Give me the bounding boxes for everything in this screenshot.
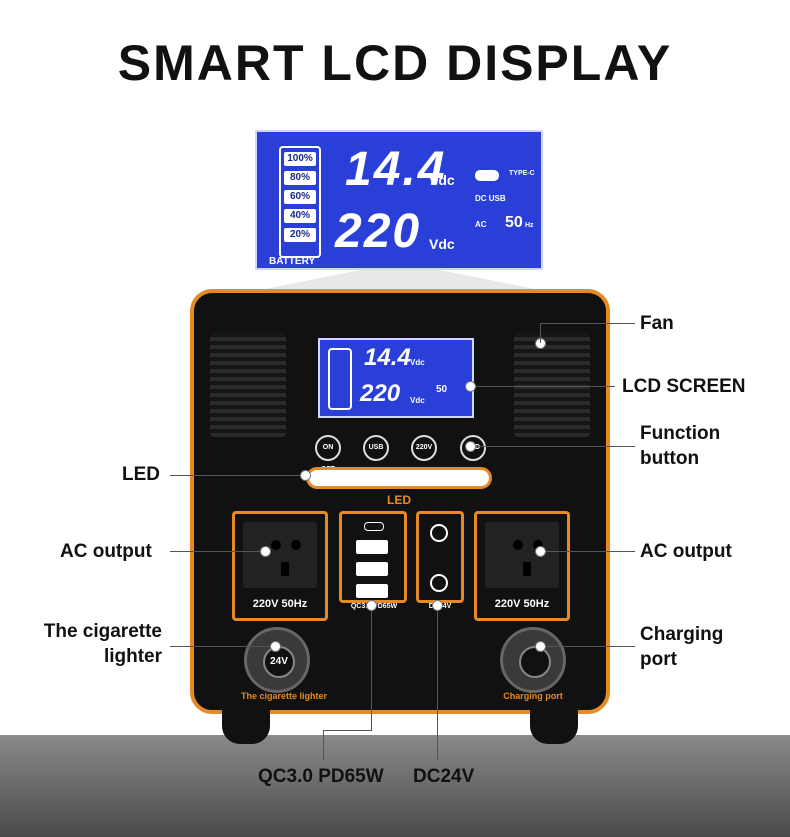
callout-charging-line2: port	[640, 649, 677, 670]
callout-charging-line1: Charging	[640, 624, 724, 645]
function-button-dot	[465, 441, 476, 452]
voltage-top: 14.4	[345, 143, 447, 196]
callout-qc: QC3.0 PD65W	[258, 766, 384, 787]
fan-vent-left	[210, 333, 286, 437]
callout-cig-line1: The cigarette	[43, 621, 162, 642]
callout-ac-output-left: AC output	[60, 541, 152, 562]
lcd-display-enlarged: 100% 80% 60% 40% 20% BATTERY 14.4 Vdc 22…	[255, 130, 543, 270]
voltage-bottom-small: 220	[360, 380, 401, 407]
battery-level-40: 40%	[284, 209, 316, 223]
on-off-button[interactable]: ON OFF	[315, 435, 341, 473]
usb-a-port-1	[356, 540, 388, 554]
voltage-bottom: 220	[335, 205, 422, 258]
ac-label: AC	[475, 220, 487, 229]
dc-usb-label: DC USB	[475, 194, 506, 203]
led-caption: LED	[387, 493, 411, 507]
ac-left-dot	[260, 546, 271, 557]
battery-icon-small	[328, 348, 352, 410]
ac-right-dot	[535, 546, 546, 557]
usb-button[interactable]: USB	[363, 435, 389, 461]
usb-a-port-3	[356, 584, 388, 598]
ac-left-caption: 220V 50Hz	[252, 598, 308, 610]
hz-value-small: 50	[436, 384, 448, 395]
qc-leader-vertical	[371, 605, 372, 730]
charging-leader	[540, 646, 635, 647]
voltage-top-unit: Vdc	[429, 172, 455, 188]
ac-right-leader	[540, 551, 635, 552]
dc-dot	[432, 600, 443, 611]
cig-caption: The cigarette lighter	[240, 691, 328, 701]
ac-socket-right: 220V 50Hz	[474, 511, 570, 621]
dc-leader	[437, 605, 438, 760]
callout-fan: Fan	[640, 313, 674, 334]
ground-surface	[0, 735, 790, 837]
page-title: SMART LCD DISPLAY	[117, 35, 673, 91]
qc-dot	[366, 600, 377, 611]
callout-function-button-line2: button	[640, 448, 700, 469]
type-c-label: TYPE-C	[509, 170, 535, 177]
qc-leader-horizontal	[323, 730, 372, 731]
usb-a-port-2	[356, 562, 388, 576]
led-dot	[300, 470, 311, 481]
cig-leader	[170, 646, 275, 647]
fan-vent-right	[514, 333, 590, 437]
fan-leader	[540, 323, 635, 324]
battery-label: BATTERY	[269, 256, 316, 267]
callout-lcd-screen: LCD SCREEN	[622, 376, 746, 397]
voltage-bottom-unit: Vdc	[429, 236, 455, 252]
battery-level-60: 60%	[284, 190, 316, 204]
voltage-bottom-unit-small: Vdc	[410, 396, 425, 405]
cigarette-lighter-socket: 24V	[244, 627, 310, 693]
usb-panel	[339, 511, 407, 603]
foot-left	[222, 710, 270, 744]
battery-level-80: 80%	[284, 171, 316, 185]
hz-value: 50	[505, 214, 523, 231]
ac-right-caption: 220V 50Hz	[494, 598, 550, 610]
dc-panel	[416, 511, 464, 603]
charging-port-socket	[500, 627, 566, 693]
ac-left-leader	[170, 551, 265, 552]
voltage-top-unit-small: Vdc	[410, 358, 425, 367]
callout-led: LED	[122, 464, 160, 485]
power-station: ON OFF USB 220V LED LED 220V 50Hz QC3.0 …	[190, 289, 610, 714]
foot-right	[530, 710, 578, 744]
callout-dc: DC24V	[413, 766, 475, 787]
led-light-bar	[306, 467, 492, 489]
battery-level-100: 100%	[284, 152, 316, 166]
usb-c-port	[364, 522, 384, 531]
dc-port-1	[430, 524, 448, 542]
cig-dot	[270, 641, 281, 652]
lcd-screen-leader	[470, 386, 615, 387]
callout-function-button-line1: Function	[640, 423, 721, 444]
hz-unit: Hz	[525, 222, 534, 229]
battery-level-20: 20%	[284, 228, 316, 242]
lcd-screen: 14.4 Vdc 220 Vdc 50	[318, 338, 474, 418]
charging-caption: Charging port	[503, 691, 563, 701]
ac-220v-button[interactable]: 220V	[411, 435, 437, 461]
ac-socket-left: 220V 50Hz	[232, 511, 328, 621]
cig-value: 24V	[263, 646, 295, 678]
battery-icon: 100% 80% 60% 40% 20%	[279, 146, 321, 258]
function-button-leader	[470, 446, 635, 447]
dc-port-2	[430, 574, 448, 592]
lcd-screen-dot	[465, 381, 476, 392]
voltage-top-small: 14.4	[364, 344, 411, 371]
callout-ac-output-right: AC output	[640, 541, 732, 562]
led-leader	[170, 475, 305, 476]
type-c-icon	[475, 170, 499, 181]
charging-dot	[535, 641, 546, 652]
callout-cig-line2: lighter	[103, 646, 162, 667]
